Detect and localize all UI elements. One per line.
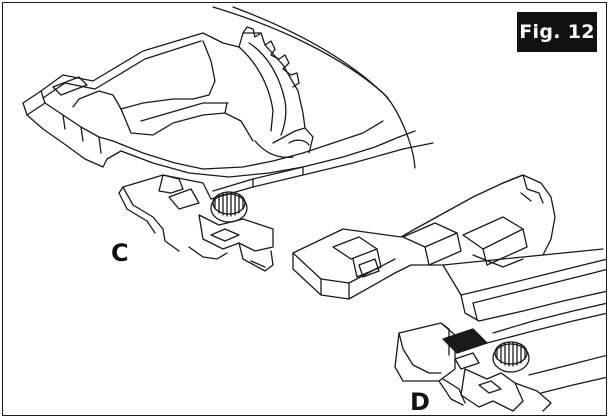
figure-number-badge: Fig. 12 [517,12,597,52]
technical-drawing [3,3,607,416]
upper-tool-body [23,7,433,271]
part-label-d: D [410,388,430,416]
part-label-c: C [111,239,129,267]
figure-frame: Fig. 12 C D [2,2,607,416]
lower-tool-body [293,175,607,411]
